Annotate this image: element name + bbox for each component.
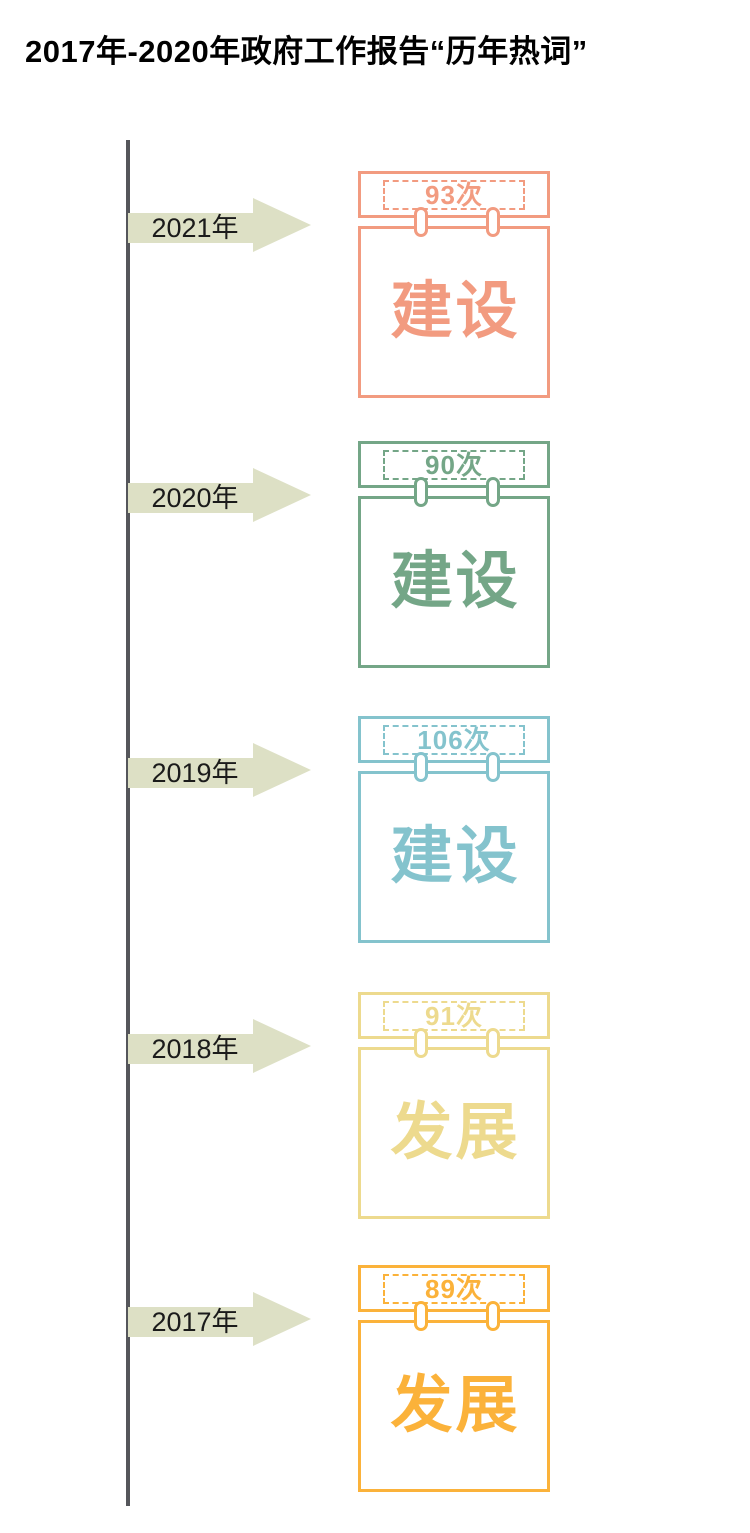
count-dashed-box: 89次: [383, 1274, 525, 1304]
year-label: 2017年: [151, 1307, 239, 1337]
count-dashed-box: 90次: [383, 450, 525, 480]
timeline-row-2017: 2017年 89次 发展: [0, 1265, 750, 1495]
timeline-row-2020: 2020年 90次 建设: [0, 441, 750, 671]
count-value: 90次: [425, 450, 483, 480]
timeline-axis-line: [126, 140, 130, 1506]
year-arrow-head-icon: [253, 198, 311, 252]
calendar-card-header: 90次: [358, 441, 550, 488]
page-title: 2017年-2020年政府工作报告“历年热词”: [25, 34, 588, 69]
count-dashed-box: 93次: [383, 180, 525, 210]
year-arrow-body: [128, 1307, 253, 1337]
calendar-ring-icon: [486, 477, 500, 507]
count-value: 93次: [425, 180, 483, 210]
year-label: 2019年: [151, 758, 239, 788]
calendar-card-header: 93次: [358, 171, 550, 218]
year-label: 2021年: [151, 213, 239, 243]
calendar-ring-icon: [414, 752, 428, 782]
calendar-card-header: 89次: [358, 1265, 550, 1312]
timeline-row-2018: 2018年 91次 发展: [0, 992, 750, 1222]
calendar-card-header: 91次: [358, 992, 550, 1039]
calendar-card-body: 发展: [358, 1047, 550, 1219]
calendar-card: 93次 建设: [358, 171, 550, 398]
year-arrow-body: [128, 758, 253, 788]
calendar-card: 106次 建设: [358, 716, 550, 943]
year-arrow-body: [128, 1034, 253, 1064]
year-arrow-head-icon: [253, 1292, 311, 1346]
year-arrow-head-icon: [253, 743, 311, 797]
calendar-card-body: 建设: [358, 226, 550, 398]
count-value: 91次: [425, 1001, 483, 1031]
timeline-row-2019: 2019年 106次 建设: [0, 716, 750, 946]
year-arrow-head-icon: [253, 1019, 311, 1073]
count-dashed-box: 106次: [383, 725, 525, 755]
timeline-row-2021: 2021年 93次 建设: [0, 171, 750, 401]
year-label: 2020年: [151, 483, 239, 513]
hot-word: 建设: [390, 547, 521, 616]
calendar-card: 90次 建设: [358, 441, 550, 668]
calendar-ring-icon: [486, 207, 500, 237]
year-arrow-body: [128, 213, 253, 243]
year-label: 2018年: [151, 1034, 239, 1064]
count-value: 106次: [417, 725, 491, 755]
calendar-card-body: 建设: [358, 771, 550, 943]
hot-word: 建设: [390, 822, 521, 891]
calendar-ring-icon: [414, 1028, 428, 1058]
calendar-ring-icon: [414, 477, 428, 507]
calendar-ring-icon: [486, 1028, 500, 1058]
count-dashed-box: 91次: [383, 1001, 525, 1031]
calendar-ring-icon: [486, 752, 500, 782]
calendar-ring-icon: [414, 207, 428, 237]
year-arrow-head-icon: [253, 468, 311, 522]
calendar-card-body: 建设: [358, 496, 550, 668]
calendar-card-body: 发展: [358, 1320, 550, 1492]
hot-word: 发展: [390, 1371, 521, 1440]
year-arrow-body: [128, 483, 253, 513]
hot-word: 发展: [390, 1098, 521, 1167]
hot-word: 建设: [390, 277, 521, 346]
calendar-card-header: 106次: [358, 716, 550, 763]
calendar-card: 89次 发展: [358, 1265, 550, 1492]
count-value: 89次: [425, 1274, 483, 1304]
calendar-card: 91次 发展: [358, 992, 550, 1219]
calendar-ring-icon: [414, 1301, 428, 1331]
calendar-ring-icon: [486, 1301, 500, 1331]
